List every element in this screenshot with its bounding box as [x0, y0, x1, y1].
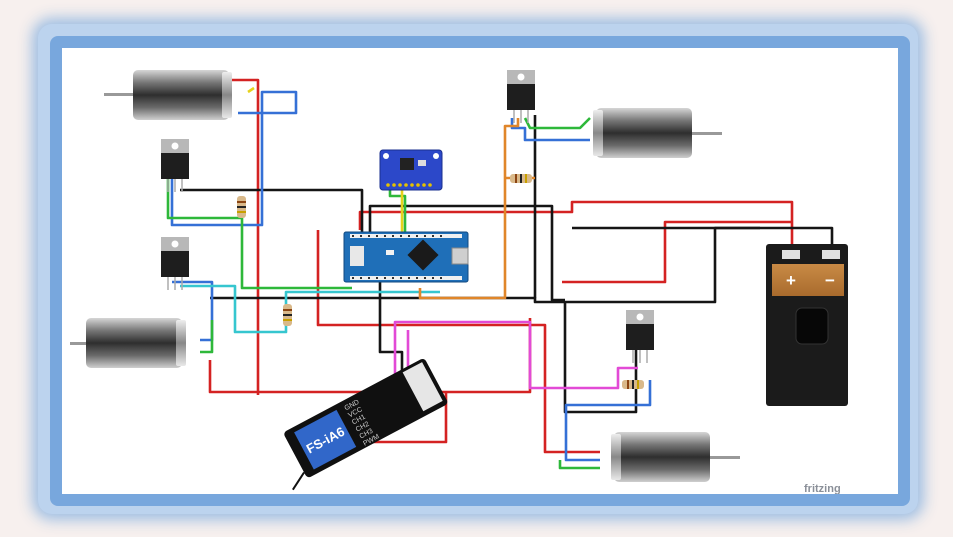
- transistor-left-top: [161, 139, 189, 192]
- wire-green: [166, 178, 352, 290]
- wire-green: [200, 320, 214, 354]
- motor-top-left: [104, 70, 232, 120]
- wire-green: [558, 460, 600, 470]
- wire-blue: [564, 380, 652, 462]
- wire-black: [180, 188, 364, 238]
- wire-red: [316, 230, 600, 454]
- wire-blue: [172, 280, 214, 342]
- motor-bottom-right: [611, 432, 740, 482]
- wire-red: [230, 78, 260, 395]
- battery-minus-label: −: [825, 271, 835, 290]
- diagram-canvas: + − FS-iA6 GND VCC CH1 CH2 CH3 PWM fritz…: [62, 48, 898, 494]
- transistor-left-bottom: [161, 237, 189, 290]
- resistor-middle: [283, 304, 292, 326]
- wire-red: [446, 318, 532, 394]
- microcontroller-board: [343, 231, 469, 283]
- wire-black: [210, 226, 834, 304]
- battery-pack: + −: [766, 244, 848, 406]
- wire-blue: [170, 90, 298, 227]
- wire-blue: [510, 118, 590, 142]
- wire-magenta: [393, 320, 638, 400]
- transistor-top-right: [507, 70, 535, 123]
- motor-bottom-left: [70, 318, 186, 368]
- resistor-left: [237, 196, 246, 218]
- motor-top-right: [593, 108, 722, 158]
- wires: [166, 78, 834, 470]
- watermark: fritzing: [804, 483, 841, 494]
- rc-receiver: FS-iA6 GND VCC CH1 CH2 CH3 PWM: [284, 358, 448, 491]
- wiring-diagram: + − FS-iA6 GND VCC CH1 CH2 CH3 PWM: [70, 70, 848, 491]
- wire-black: [563, 302, 638, 414]
- wire-red: [358, 200, 794, 248]
- wire-orange: [418, 118, 520, 300]
- battery-plus-label: +: [786, 271, 796, 290]
- wire-black: [368, 204, 565, 302]
- resistor-top-right: [510, 174, 532, 183]
- imu-sensor-module: [379, 149, 443, 191]
- resistor-bottom-right: [622, 380, 644, 389]
- transistor-bottom-right: [626, 310, 654, 363]
- wire-green: [388, 188, 407, 236]
- wire-cyan: [180, 284, 440, 334]
- wire-red: [562, 220, 792, 284]
- wire-yellow: [247, 86, 255, 94]
